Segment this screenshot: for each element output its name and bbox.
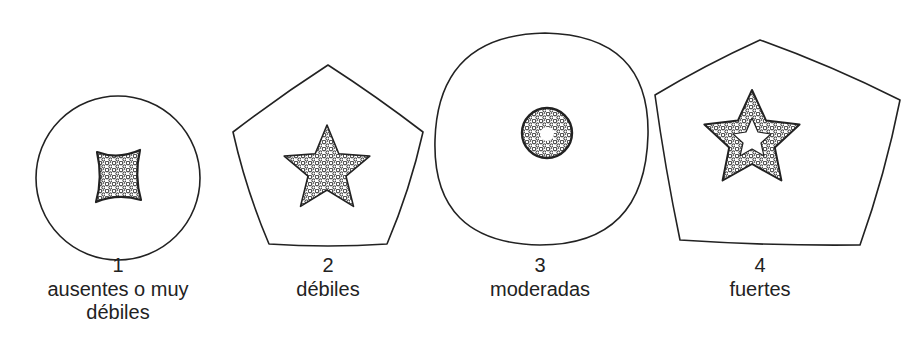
pith [704, 90, 799, 181]
intensity-label: débiles [296, 278, 359, 301]
section-outline [655, 40, 900, 245]
pith [522, 108, 572, 158]
pith-centre [540, 127, 554, 141]
pith [284, 125, 370, 206]
intensity-label: moderadas [490, 278, 590, 301]
section-outline [233, 65, 423, 246]
callout-number: 3 [534, 254, 545, 277]
pith-hollow [733, 118, 771, 156]
section-outline [435, 33, 648, 245]
intensity-label: fuertes [729, 278, 790, 301]
callout-number: 1 [112, 254, 123, 277]
intensity-label: ausentes o muy débiles [31, 278, 206, 324]
pith [96, 150, 141, 202]
section-outline [36, 96, 200, 260]
callout-number: 4 [754, 254, 765, 277]
callout-number: 2 [322, 254, 333, 277]
